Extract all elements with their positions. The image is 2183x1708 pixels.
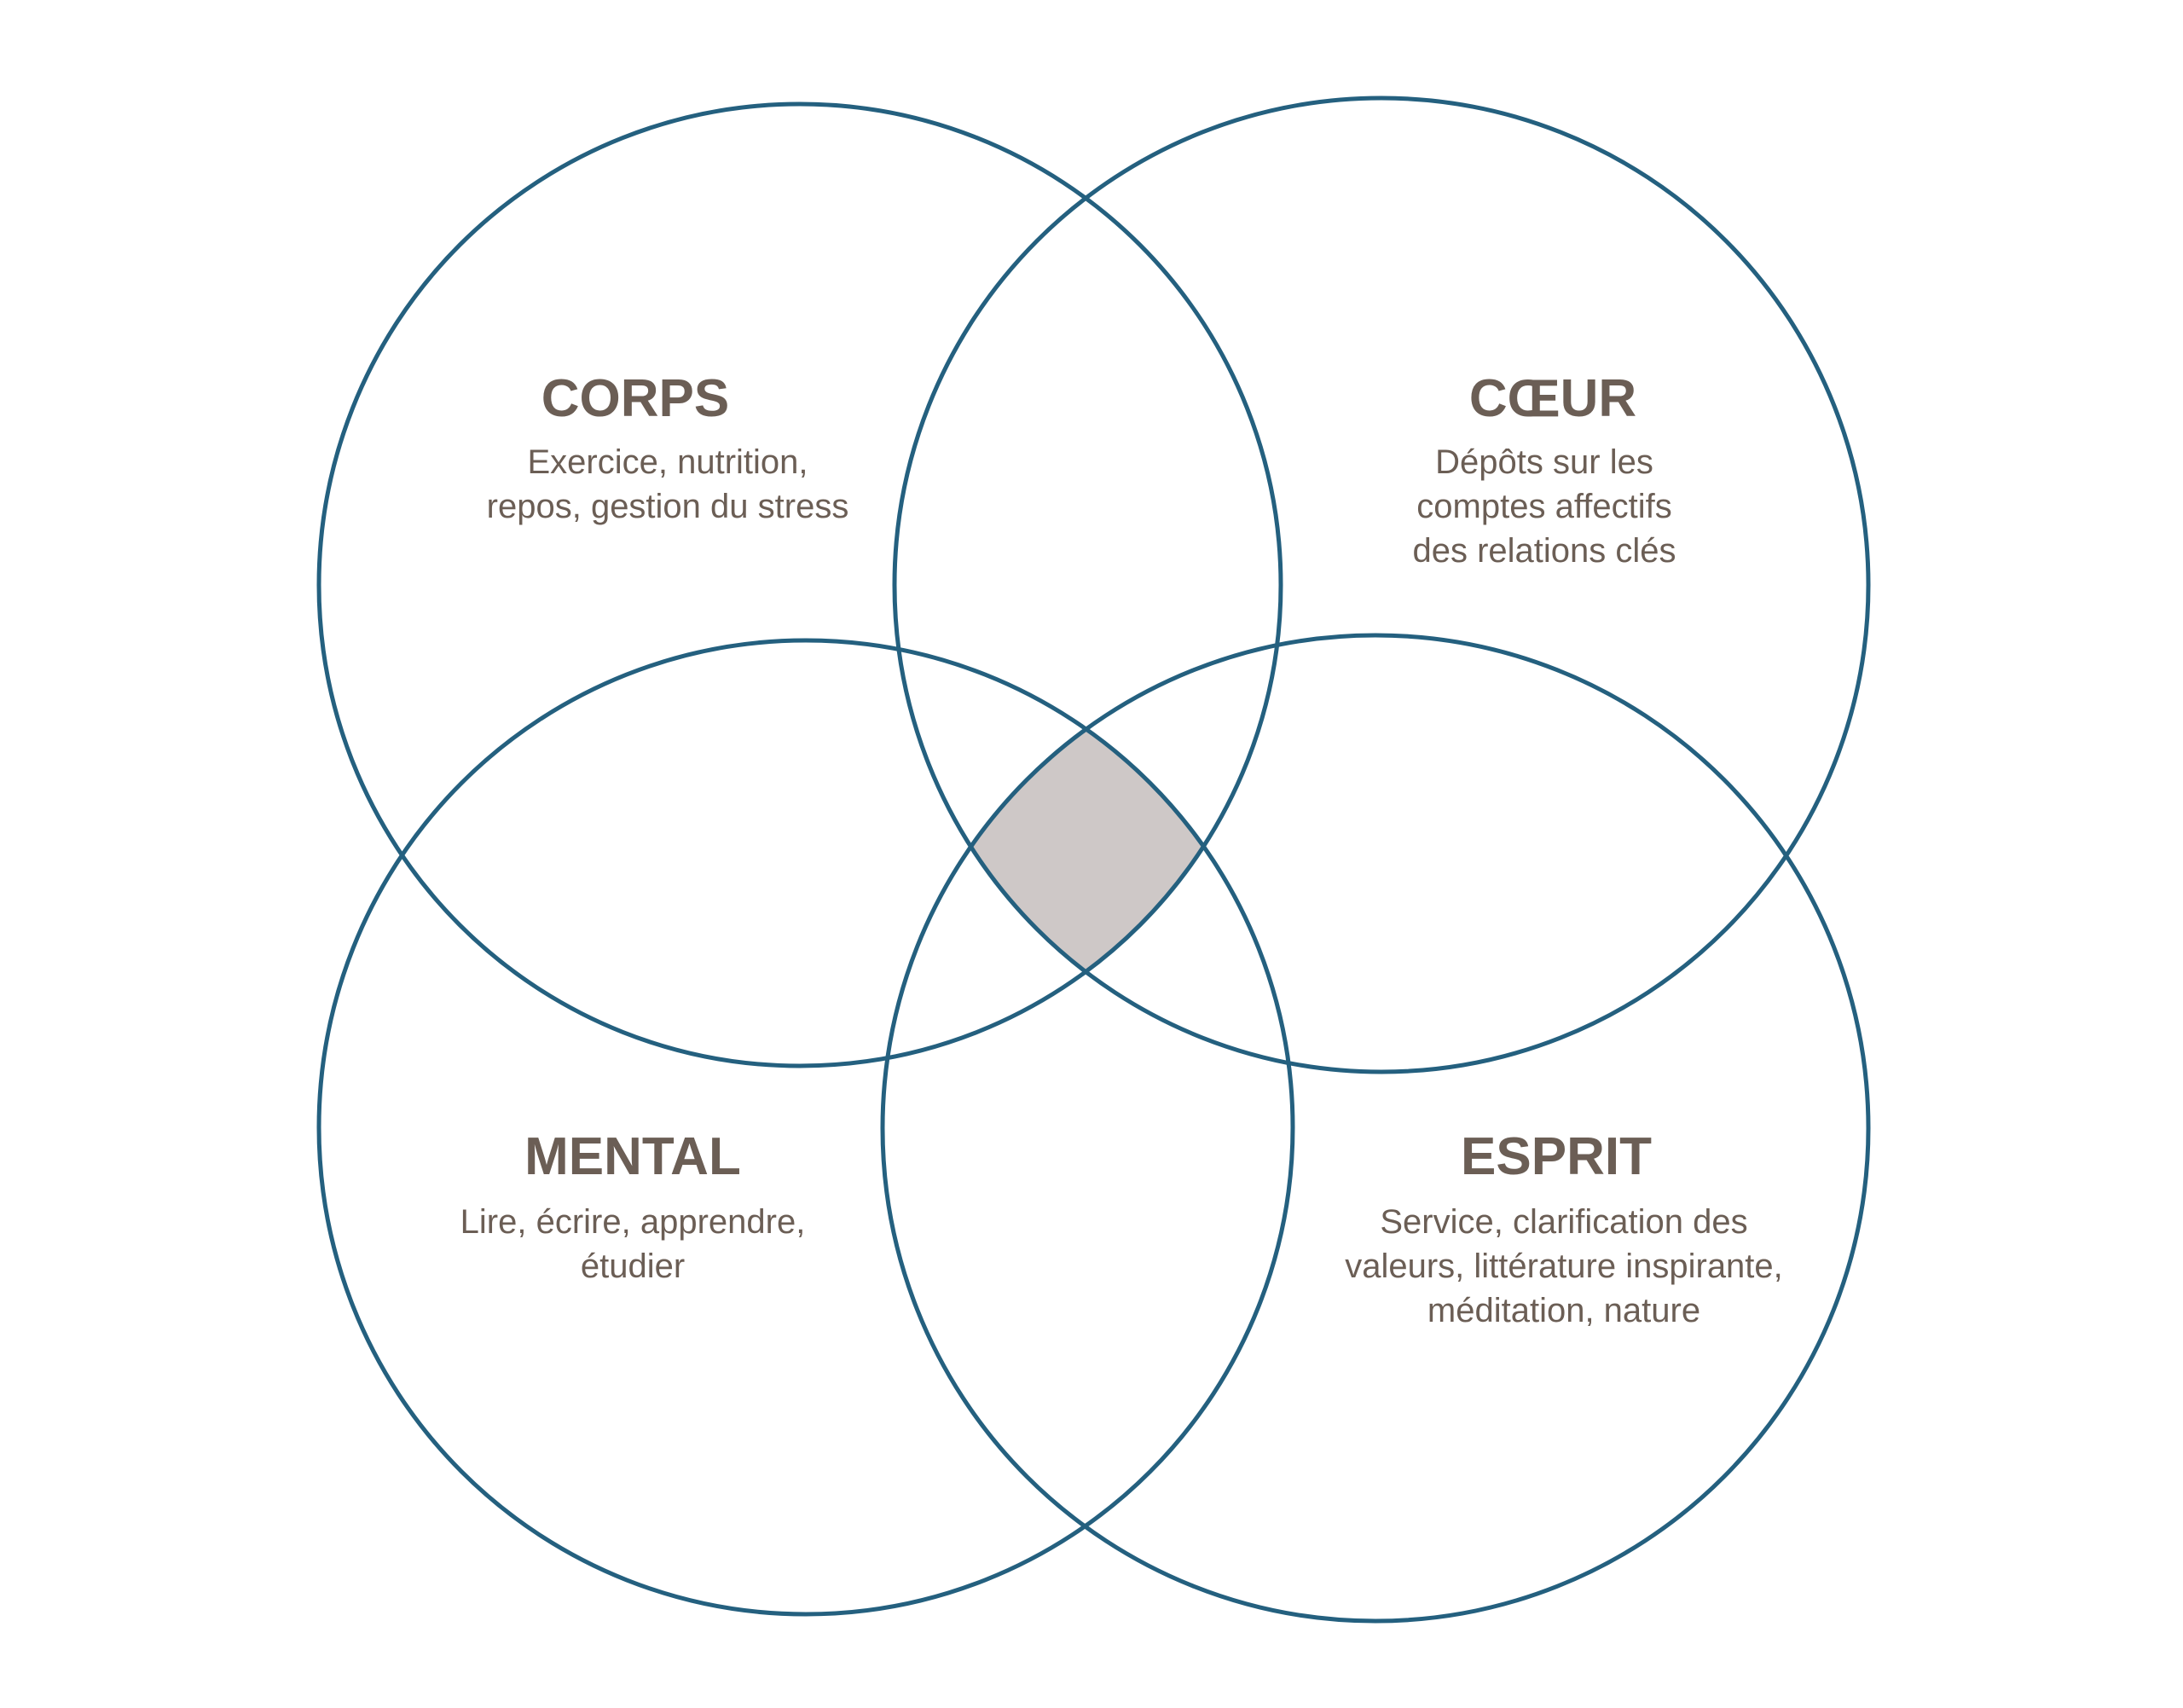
esprit-line: méditation, nature <box>1427 1292 1700 1329</box>
esprit-title: ESPRIT <box>1461 1127 1652 1186</box>
circle-corps <box>316 101 1283 1068</box>
mental-line: étudier <box>581 1248 685 1285</box>
circle-mental <box>316 638 1295 1617</box>
central-overlap-region <box>895 640 1281 1066</box>
esprit-line: valeurs, littérature inspirante, <box>1345 1248 1783 1285</box>
corps-title: CORPS <box>541 369 729 428</box>
circle-esprit <box>880 633 1871 1624</box>
coeur-line: des relations clés <box>1412 532 1676 570</box>
mental-line: Lire, écrire, apprendre, <box>460 1203 806 1241</box>
esprit-line: Service, clarification des <box>1380 1203 1747 1241</box>
circle-coeur <box>892 96 1871 1074</box>
coeur-title: CŒUR <box>1469 369 1636 428</box>
coeur-line: comptes affectifs <box>1416 488 1671 525</box>
corps-line: repos, gestion du stress <box>487 488 849 525</box>
mental-title: MENTAL <box>524 1127 741 1186</box>
coeur-line: Dépôts sur les <box>1435 443 1653 481</box>
corps-line: Exercice, nutrition, <box>527 443 808 481</box>
